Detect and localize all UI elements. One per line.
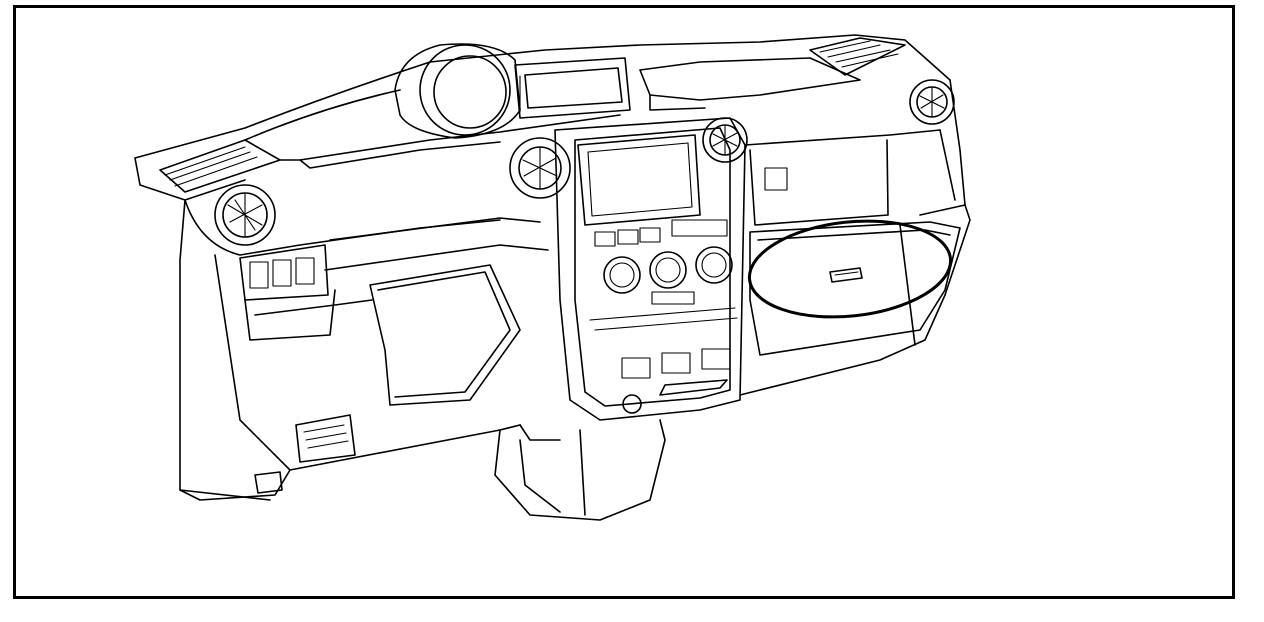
steering-column-opening bbox=[324, 217, 549, 406]
dash-top-panel bbox=[134, 34, 951, 201]
left-air-vent bbox=[214, 184, 276, 246]
lower-left-panel bbox=[254, 414, 356, 494]
dash-body bbox=[179, 79, 971, 501]
meter-hood bbox=[394, 43, 521, 139]
glove-box bbox=[749, 167, 961, 356]
right-air-vent bbox=[909, 79, 955, 125]
glove-box-handle bbox=[829, 267, 863, 283]
display-screen bbox=[577, 134, 701, 226]
center-stack bbox=[554, 117, 746, 421]
left-switch-panel bbox=[239, 244, 373, 341]
lower-console bbox=[494, 419, 666, 521]
center-air-vent-left bbox=[509, 137, 571, 199]
highlight-ellipse bbox=[747, 219, 953, 319]
center-upper-box bbox=[514, 57, 631, 119]
figure-frame bbox=[13, 5, 1235, 599]
